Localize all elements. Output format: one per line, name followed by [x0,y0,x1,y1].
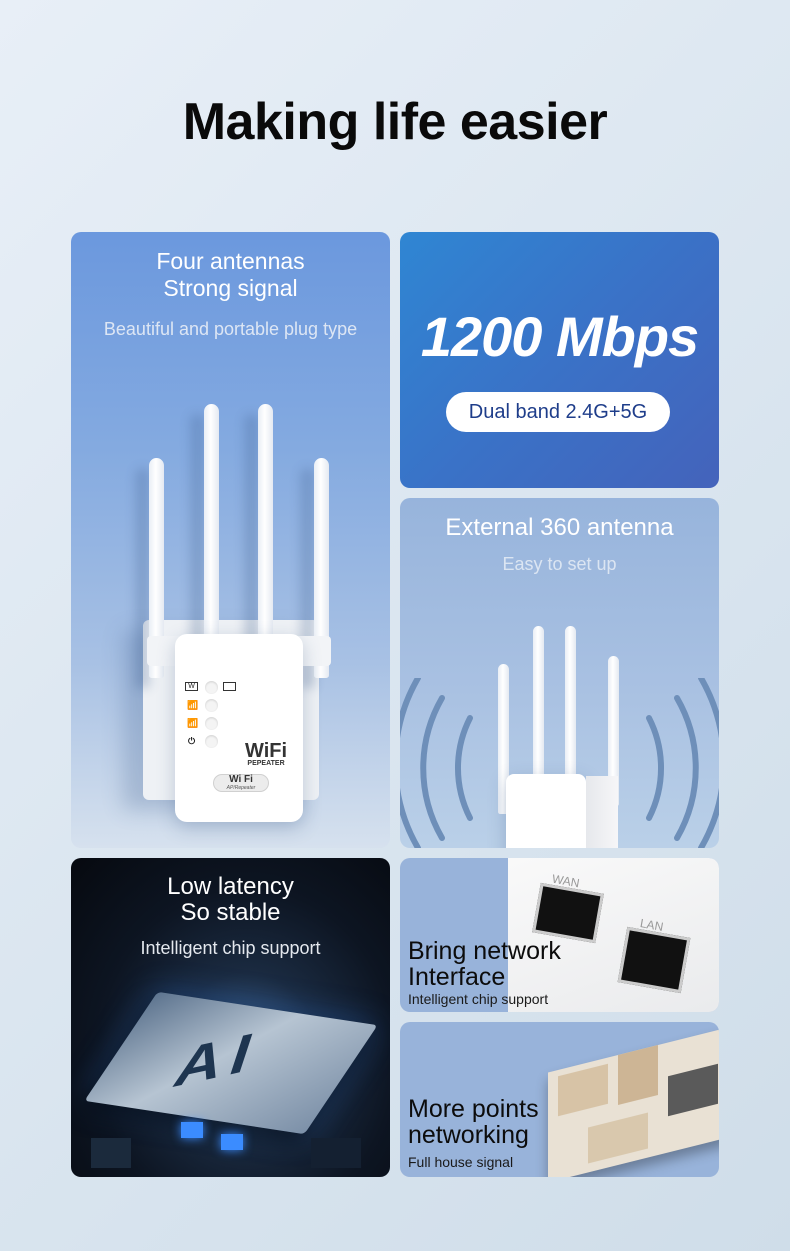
antenna-icon [533,626,544,776]
lan-port [617,926,691,994]
lan-icon [223,682,236,691]
repeater-body: W 📶 📶 ⏻ WiFi PEPEATER Wi Fi AP/Repeater [175,634,303,822]
title-line-1: Low latency [167,873,294,900]
wifi-5g-icon: 📶 [187,700,199,710]
card-low-latency: Low latency So stable Intelligent chip s… [71,858,390,1177]
speed-headline: 1200 Mbps [420,305,699,368]
card-title: External 360 antenna [445,514,674,541]
card-subtitle: Easy to set up [502,554,617,574]
power-icon: ⏻ [188,736,196,746]
antenna-icon [149,458,164,678]
card-subtitle: Intelligent chip support [408,991,549,1007]
wifi-repeater-image: W 📶 📶 ⏻ WiFi PEPEATER Wi Fi AP/Repeater [71,232,390,848]
house-floorplan-image [538,1027,719,1177]
antenna-icon [565,626,576,776]
antenna-icon [258,404,273,644]
card-title: Low latency So stable [71,874,390,926]
title-line-2: networking [408,1121,529,1149]
card-subtitle: Full house signal [408,1154,514,1170]
card-speed: 1200 Mbps Dual band 2.4G+5G [400,232,719,488]
antenna-icon [498,664,509,814]
title-line-2: Strong signal [163,275,298,301]
card-title: More points networking [408,1096,539,1148]
card-title: Four antennas Strong signal [71,248,390,302]
signal-waves-icon [400,678,719,848]
title-line-2: So stable [180,899,281,926]
card-external-antenna: External 360 antenna Easy to set up [400,498,719,848]
wan-port [532,882,604,944]
card-subtitle: Intelligent chip support [140,938,321,958]
card-subtitle: Beautiful and portable plug type [103,319,358,339]
title-line-1: Four antennas [156,248,305,274]
repeater-body [506,774,586,848]
brand-badge: Wi Fi AP/Repeater [213,774,269,792]
brand-logo: WiFi PEPEATER [245,740,288,767]
card-four-antennas: Four antennas Strong signal Beautiful an… [71,232,390,848]
card-more-points: More points networking Full house signal [400,1022,719,1177]
wan-icon: W [185,682,198,691]
antenna-icon [314,458,329,678]
wifi-24g-icon: 📶 [187,718,199,728]
dual-band-pill: Dual band 2.4G+5G [446,392,670,432]
title-line-2: Interface [408,963,506,991]
title-line-1: Bring network [408,937,561,965]
ai-chip-image: AI [71,858,390,1177]
ethernet-ports-image: WAN LAN [508,858,719,1012]
page-title: Making life easier [182,93,608,151]
antenna-icon [608,656,619,806]
card-title: Bring network Interface [408,938,561,990]
antenna-icon [204,404,219,644]
card-network-interface: WAN LAN Bring network Interface Intellig… [400,858,719,1012]
title-line-1: More points [408,1095,539,1123]
